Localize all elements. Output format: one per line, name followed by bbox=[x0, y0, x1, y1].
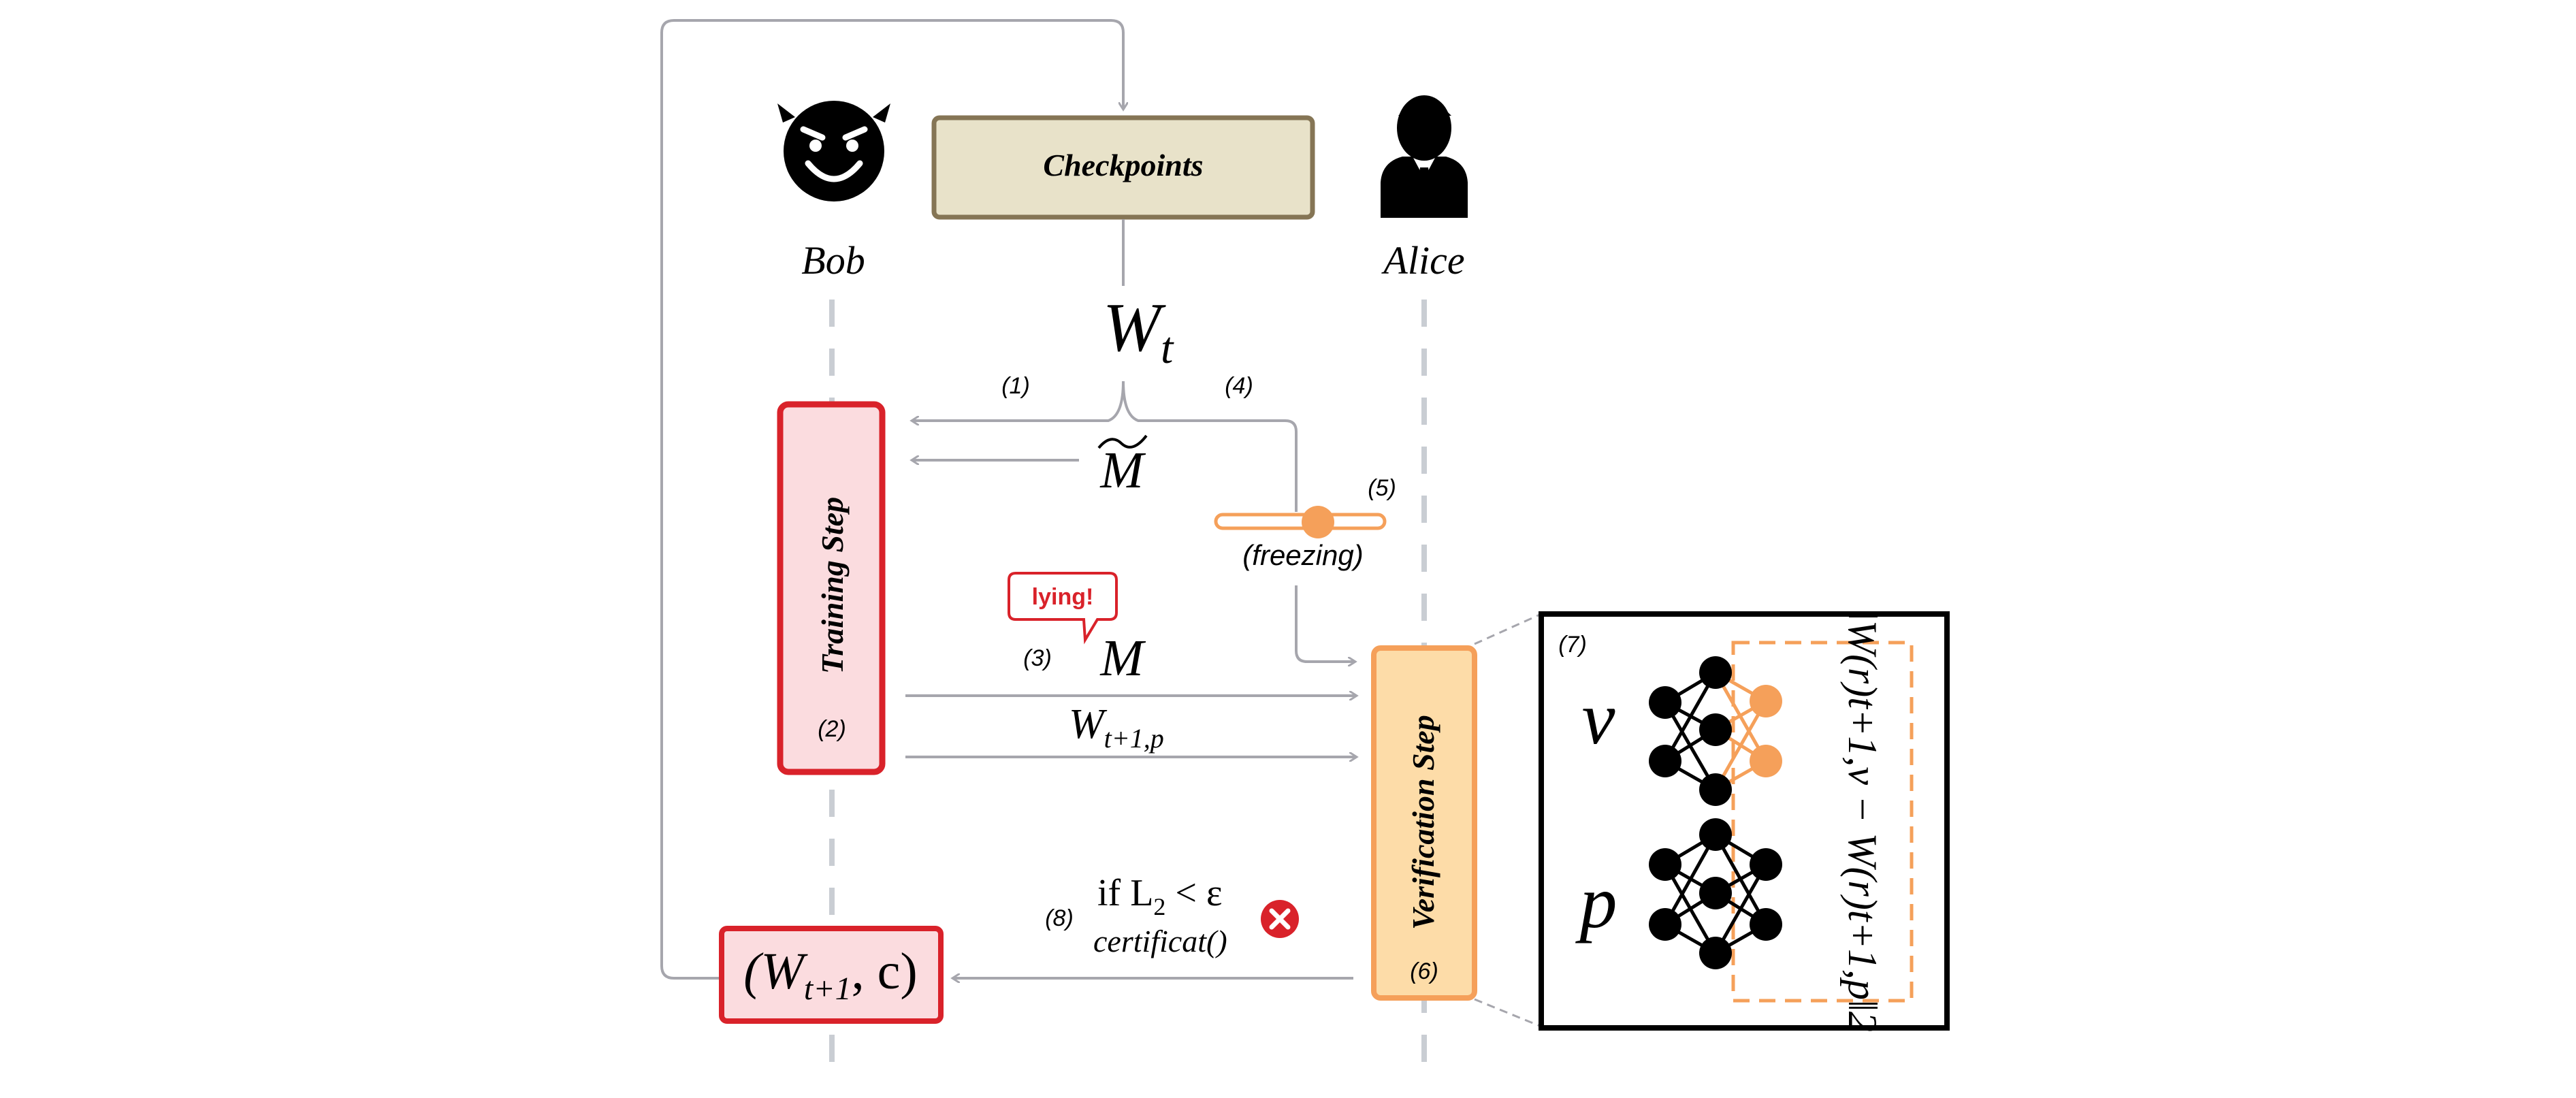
w-next-p-label: Wt+1,p bbox=[1069, 701, 1164, 754]
checkpoints-box bbox=[931, 115, 1315, 220]
reject-icon bbox=[1261, 900, 1299, 938]
freezing-slider-track bbox=[1214, 513, 1387, 530]
businessman-icon bbox=[1381, 95, 1468, 218]
bob-label: Bob bbox=[801, 238, 865, 282]
checkpoints-label: Checkpoints bbox=[1043, 148, 1203, 182]
step-7-label: (7) bbox=[1558, 632, 1587, 658]
tilde-mark bbox=[1097, 434, 1148, 449]
step-6-label: (6) bbox=[1410, 958, 1438, 984]
result-label: (Wt+1, c) bbox=[743, 943, 917, 1007]
m-label: M bbox=[1099, 630, 1146, 687]
step-5-label: (5) bbox=[1368, 475, 1396, 501]
lying-speech-bubble bbox=[1008, 572, 1118, 645]
step-3-label: (3) bbox=[1023, 645, 1052, 671]
verification-step-box bbox=[1371, 645, 1477, 1001]
step-1-label: (1) bbox=[1001, 373, 1030, 399]
weight-distance-norm: ‖W(r)t+1,v − W(r)t+1,p‖2 bbox=[1840, 609, 1885, 1032]
certificate-text: certificat() bbox=[1093, 924, 1227, 958]
verification-step-label: Verification Step bbox=[1406, 715, 1440, 930]
network-p-icon bbox=[1649, 818, 1782, 969]
devil-face-icon bbox=[777, 101, 890, 201]
training-step-label: Training Step bbox=[815, 497, 850, 674]
verification-detail-panel bbox=[1539, 611, 1950, 1031]
v-network-label: v bbox=[1582, 677, 1615, 760]
step-4-label: (4) bbox=[1225, 373, 1253, 399]
m-tilde-label: M bbox=[1099, 442, 1146, 499]
feedback-loop-arrow bbox=[660, 19, 1123, 980]
to-freezing-path bbox=[1122, 381, 1298, 512]
wt-label: Wt bbox=[1103, 289, 1174, 373]
compared-layer-frame bbox=[1731, 641, 1914, 1003]
network-v-icon bbox=[1649, 656, 1782, 806]
step-8-label: (8) bbox=[1045, 905, 1074, 931]
condition-text: if L2 < ε bbox=[1097, 872, 1223, 920]
result-box bbox=[719, 926, 944, 1024]
lying-text: lying! bbox=[1032, 584, 1094, 610]
alice-label: Alice bbox=[1381, 238, 1464, 282]
step-2-label: (2) bbox=[818, 716, 846, 742]
p-network-label: p bbox=[1575, 860, 1617, 943]
training-step-box bbox=[777, 401, 886, 775]
freezing-label: (freezing) bbox=[1242, 539, 1363, 571]
freezing-slider-knob bbox=[1302, 506, 1334, 538]
zoom-line-top bbox=[1474, 613, 1542, 645]
freezing-to-verification-arrow bbox=[1295, 585, 1355, 662]
zoom-line-bottom bbox=[1474, 998, 1542, 1028]
